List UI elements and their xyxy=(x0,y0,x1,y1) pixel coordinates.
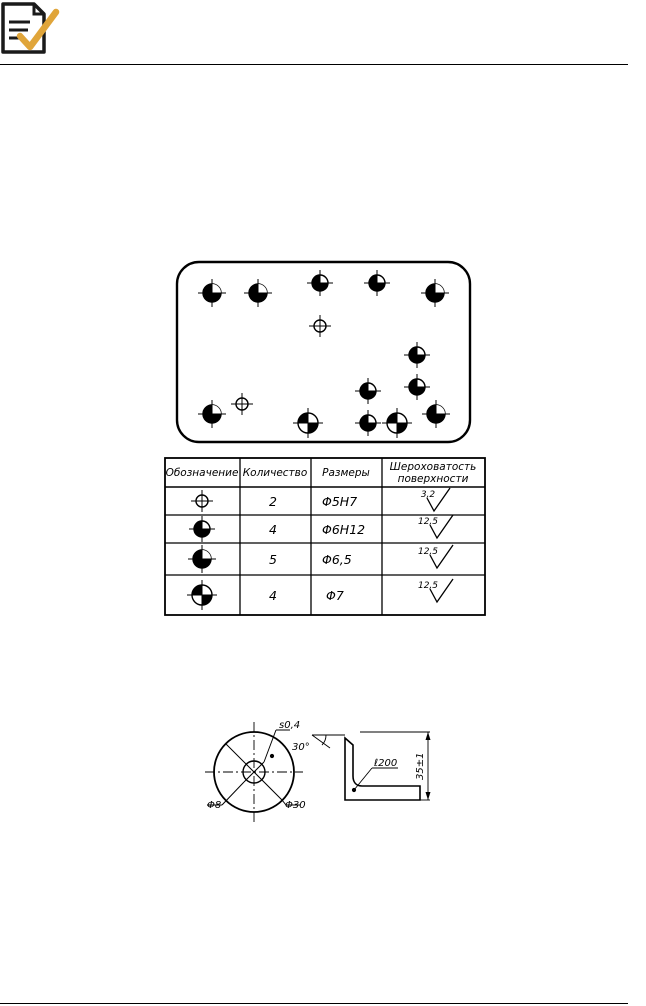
plate-outline xyxy=(175,260,472,444)
document-check-icon xyxy=(1,2,60,54)
row-1-roughness: 3,2 xyxy=(421,490,436,500)
height-label: 35±1 xyxy=(415,753,426,780)
row-1-size: Φ5H7 xyxy=(322,494,357,509)
row-4-size: Φ7 xyxy=(326,588,344,603)
row-3-size: Φ6,5 xyxy=(322,552,352,567)
header-sizes: Размеры xyxy=(322,467,370,479)
thickness-label: s0,4 xyxy=(279,720,300,731)
strip-view xyxy=(311,731,431,801)
row-2-roughness: 12,5 xyxy=(418,517,438,527)
header-roughness-line1: Шероховатость xyxy=(390,461,477,473)
length-label: ℓ200 xyxy=(374,758,397,769)
header-count: Количество xyxy=(243,467,308,479)
holes-table xyxy=(164,457,486,616)
row-2-count: 4 xyxy=(269,522,277,537)
washer-view xyxy=(205,722,303,822)
row-4-roughness: 12,5 xyxy=(418,581,438,591)
row-3-roughness: 12,5 xyxy=(418,547,438,557)
hole-symbol-quarters xyxy=(186,579,218,611)
footer-rule xyxy=(0,1003,628,1004)
row-4-count: 4 xyxy=(269,588,277,603)
row-2-size: Φ6H12 xyxy=(322,522,365,537)
row-1-count: 2 xyxy=(269,494,277,509)
hole-symbol-three-quarter xyxy=(187,544,217,574)
hole-symbol-half-left xyxy=(188,515,216,543)
header-rule xyxy=(0,64,628,65)
outer-diameter-label: Φ30 xyxy=(285,800,306,811)
header-designation: Обозначение xyxy=(166,467,239,479)
row-3-count: 5 xyxy=(269,552,277,567)
hole-symbol-outline-cross xyxy=(190,489,214,513)
header-roughness-line2: поверхности xyxy=(398,473,469,485)
angle-label: 30° xyxy=(292,742,310,753)
inner-diameter-label: Φ8 xyxy=(207,800,221,811)
